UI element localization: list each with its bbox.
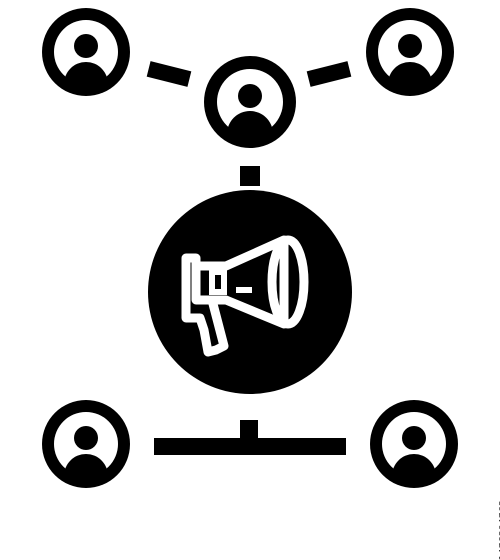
megaphone-circle bbox=[148, 190, 352, 394]
megaphone-network-icon bbox=[42, 8, 458, 488]
person-bottom-right-icon bbox=[370, 400, 458, 488]
person-top-left-icon bbox=[42, 8, 130, 96]
person-bottom-left-icon bbox=[42, 400, 130, 488]
connector-lines bbox=[146, 61, 352, 455]
person-top-center-icon bbox=[204, 56, 296, 148]
megaphone-icon bbox=[181, 235, 309, 357]
person-top-right-icon bbox=[366, 8, 454, 96]
